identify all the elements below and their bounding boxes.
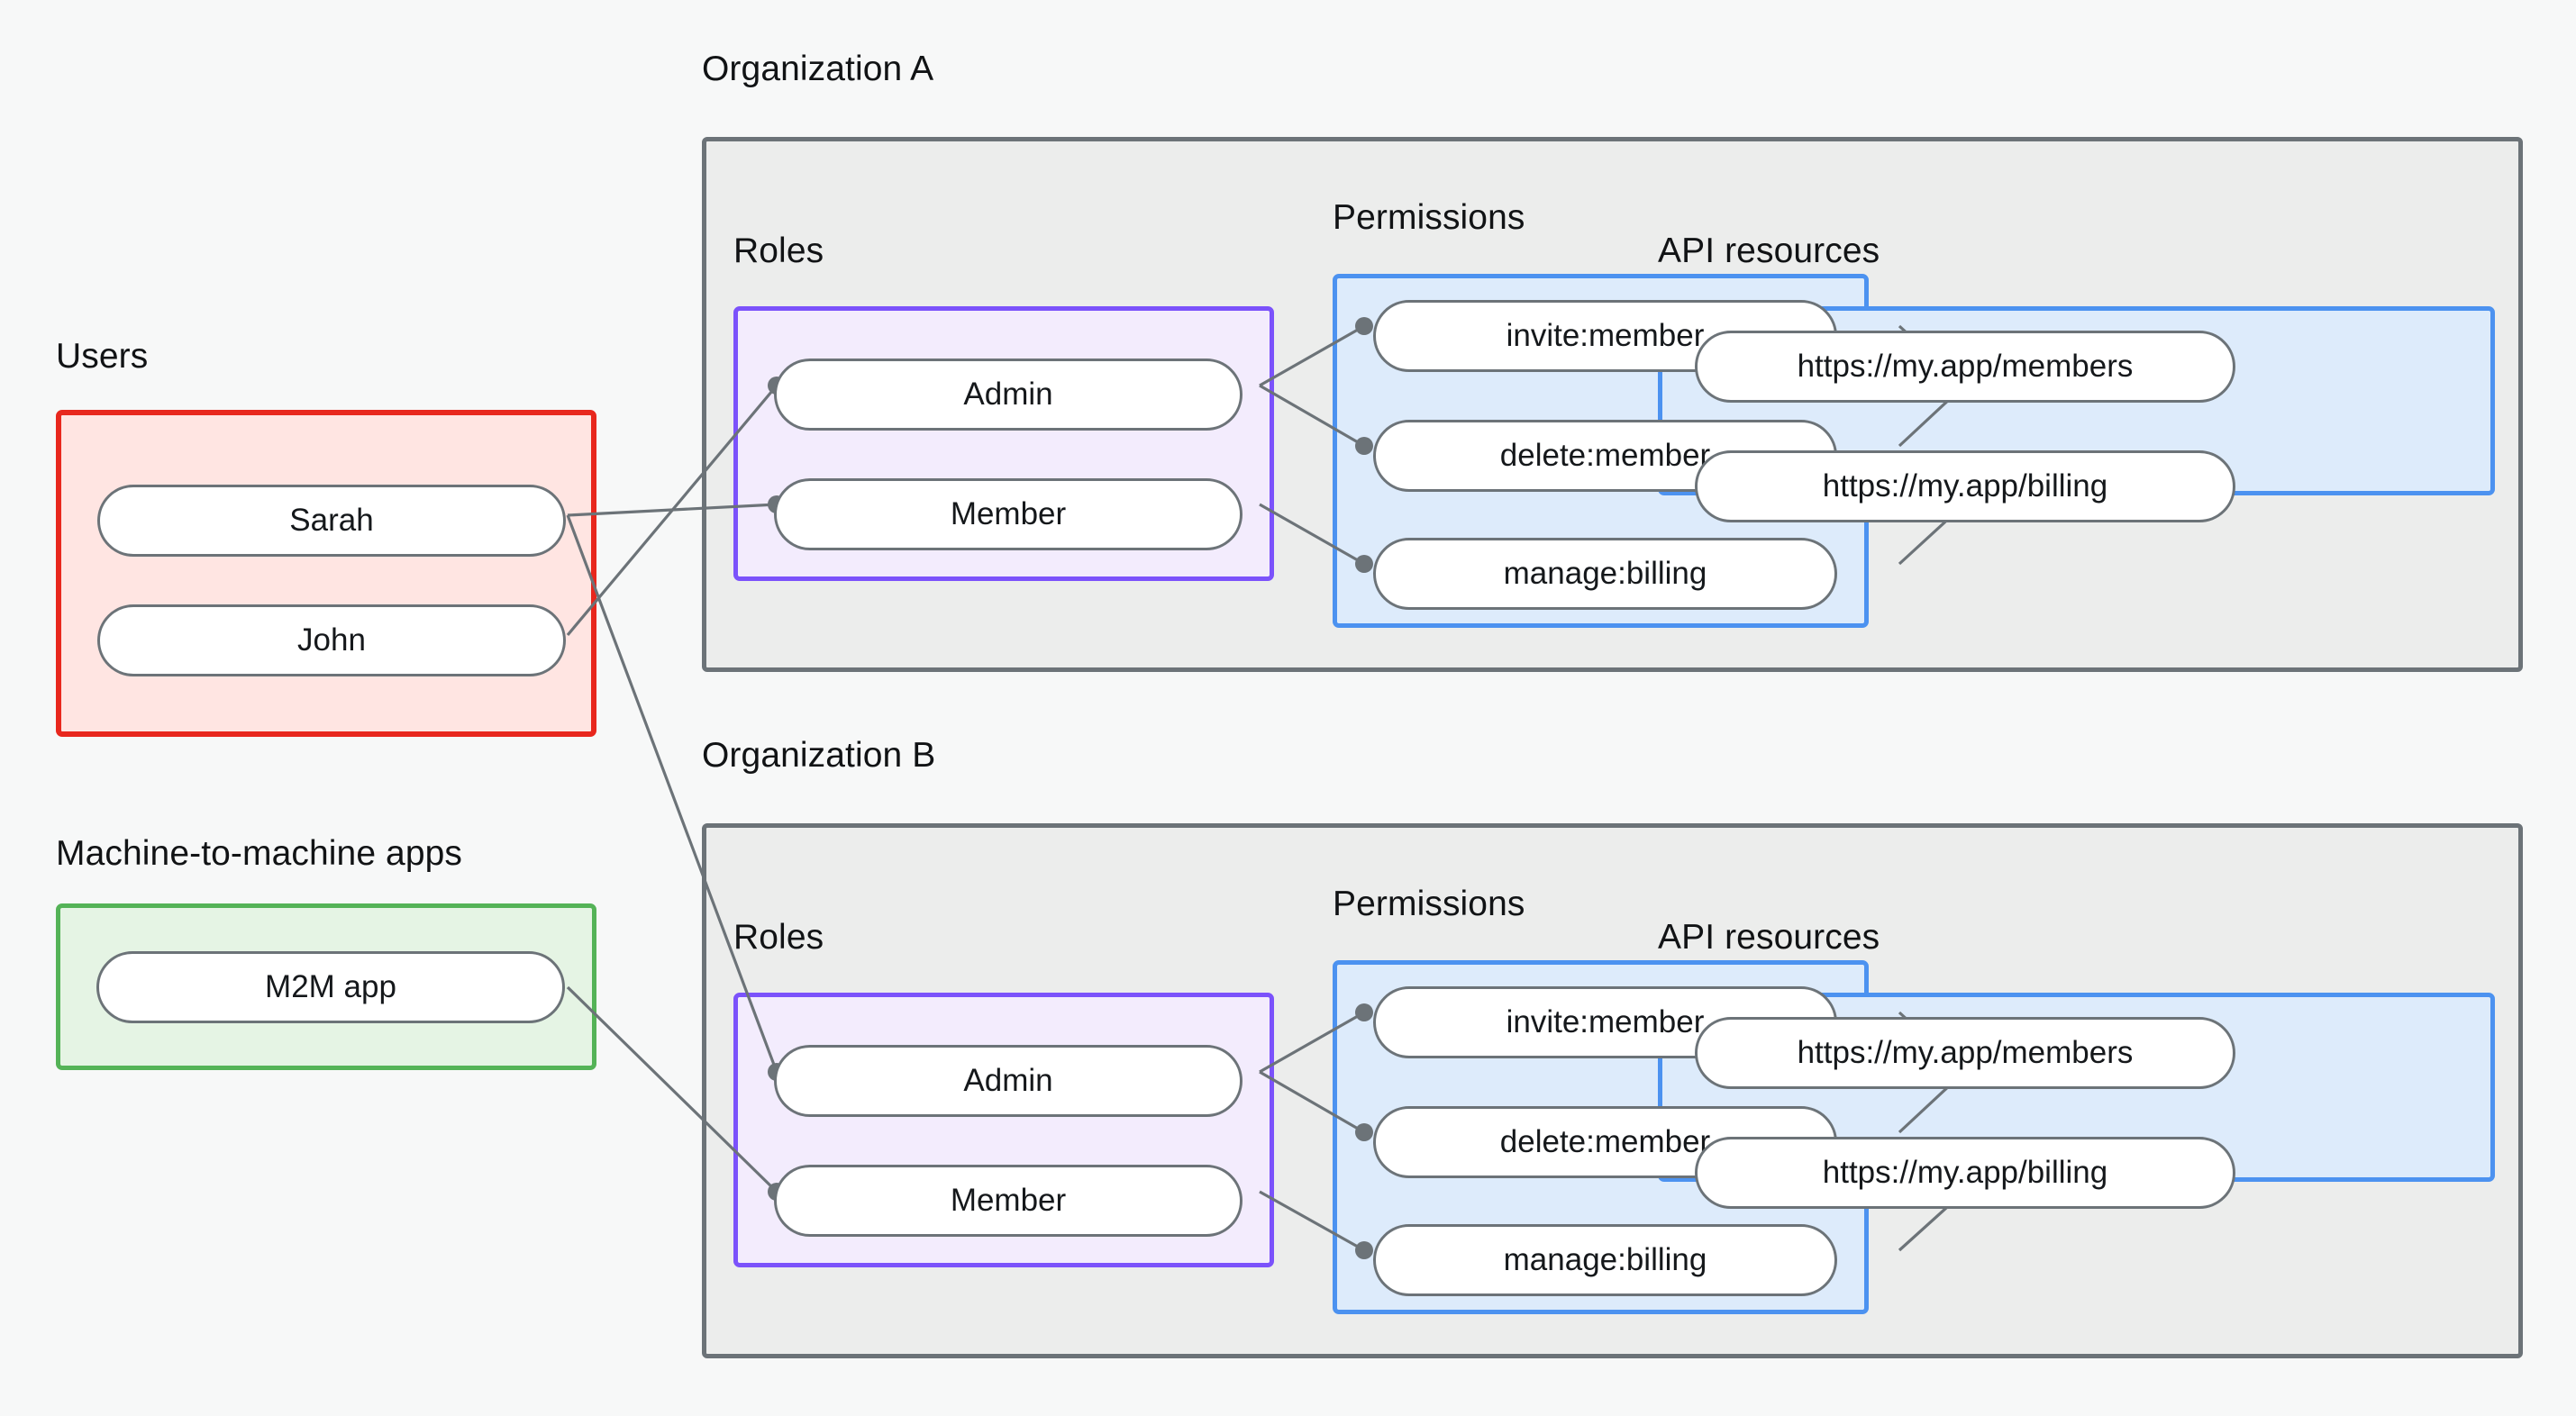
m2m-group-label: Machine-to-machine apps [56, 834, 463, 873]
user-node-john[interactable]: John [97, 604, 566, 676]
org-b-label: Organization B [702, 736, 936, 775]
org-a-container: Roles Admin Member Permissions invite:me… [702, 137, 2523, 672]
org-b-permissions-label: Permissions [1333, 885, 1525, 923]
users-group-label: Users [56, 337, 149, 376]
org-b-api-resources-label: API resources [1658, 918, 1880, 957]
user-node-sarah[interactable]: Sarah [97, 485, 566, 557]
org-b-role-admin[interactable]: Admin [774, 1045, 1242, 1117]
org-b-api-resources-box: https://my.app/members https://my.app/bi… [1658, 993, 2495, 1209]
org-a-roles-label: Roles [733, 231, 824, 270]
org-b-roles-label: Roles [733, 918, 824, 957]
org-a-role-member[interactable]: Member [774, 478, 1242, 550]
org-a-role-admin[interactable]: Admin [774, 359, 1242, 431]
org-a-api-resource-members[interactable]: https://my.app/members [1695, 331, 2235, 403]
org-b-api-resource-billing[interactable]: https://my.app/billing [1695, 1137, 2235, 1209]
users-group-box: Sarah John [56, 410, 596, 737]
org-b-role-member[interactable]: Member [774, 1165, 1242, 1237]
org-b-roles-box: Admin Member [733, 993, 1274, 1267]
org-b-permission-manage-billing[interactable]: manage:billing [1373, 1224, 1837, 1296]
org-a-api-resource-billing[interactable]: https://my.app/billing [1695, 450, 2235, 522]
org-a-roles-box: Admin Member [733, 306, 1274, 581]
org-a-api-resources-label: API resources [1658, 231, 1880, 270]
org-a-label: Organization A [702, 50, 934, 88]
m2m-node-app[interactable]: M2M app [96, 951, 565, 1023]
org-a-permission-manage-billing[interactable]: manage:billing [1373, 538, 1837, 610]
org-a-api-resources-box: https://my.app/members https://my.app/bi… [1658, 306, 2495, 522]
org-b-container: Roles Admin Member Permissions invite:me… [702, 823, 2523, 1358]
org-a-permissions-label: Permissions [1333, 198, 1525, 237]
org-a-permissions-box: invite:member delete:member manage:billi… [1333, 274, 1869, 628]
org-b-api-resource-members[interactable]: https://my.app/members [1695, 1017, 2235, 1089]
m2m-group-box: M2M app [56, 903, 596, 1070]
